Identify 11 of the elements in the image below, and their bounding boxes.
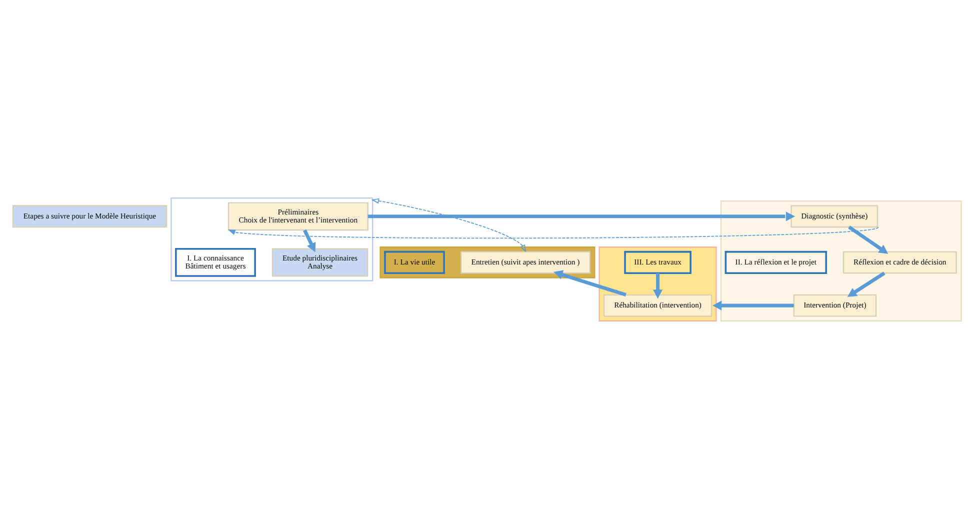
arrow bbox=[554, 270, 626, 297]
arrow bbox=[368, 212, 796, 222]
arrow bbox=[712, 300, 794, 310]
arrow bbox=[371, 198, 526, 252]
arrow bbox=[228, 226, 878, 239]
arrow bbox=[847, 272, 886, 297]
arrow bbox=[653, 273, 663, 299]
cluster bbox=[598, 246, 717, 322]
arrow bbox=[848, 226, 888, 254]
arrow bbox=[303, 229, 316, 252]
cluster bbox=[170, 198, 374, 282]
